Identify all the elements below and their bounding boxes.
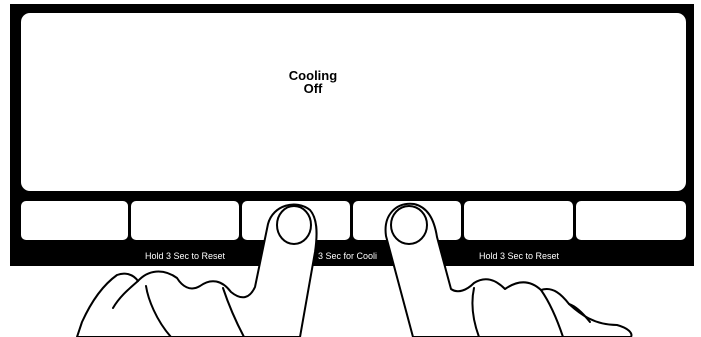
left-fingernail-icon: [277, 206, 311, 244]
right-fingernail-icon: [391, 206, 427, 244]
